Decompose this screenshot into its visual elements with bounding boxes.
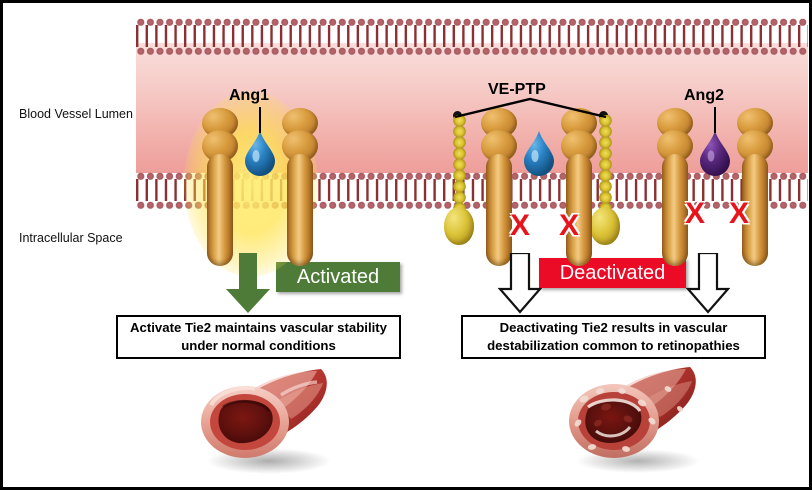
tie2-chain-left (657, 108, 693, 268)
membrane-leaflet-outer (136, 171, 808, 190)
red-x-icon: X (684, 197, 705, 230)
phospholipid-tails (136, 190, 808, 201)
ve-ptp-bead-chain (599, 115, 612, 211)
ve-ptp-phosphatase-left (444, 111, 474, 265)
ve-ptp-bead-chain (453, 115, 466, 211)
destabilized-blood-vessel-illustration (569, 367, 700, 473)
phospholipid-heads (136, 171, 808, 180)
teardrop-ligand-icon (700, 131, 730, 176)
tie2-receptor-ang1 (202, 108, 318, 268)
ang1-leader-line (259, 107, 261, 133)
phospholipid-tails (136, 179, 808, 190)
phospholipid-tails (136, 25, 808, 36)
red-x-icon: X (509, 209, 530, 242)
ve-ptp-catalytic-domain (444, 207, 474, 245)
tie2-chain-right (561, 108, 597, 268)
activated-status-badge: Activated (276, 262, 400, 292)
receptor-stem (486, 154, 512, 266)
red-x-icon: X (558, 209, 579, 242)
phospholipid-heads (136, 46, 808, 55)
receptor-stem (287, 154, 313, 266)
ve-ptp-label: VE-PTP (488, 81, 546, 98)
teardrop-ligand-icon (524, 131, 554, 176)
ve-ptp-catalytic-domain (590, 207, 620, 245)
blood-vessel-lumen-label: Blood Vessel Lumen (19, 107, 133, 121)
receptor-stem (566, 154, 592, 266)
tie2-receptor-ang2 (657, 108, 773, 268)
phospholipid-heads (136, 200, 808, 209)
ang2-leader-line (714, 107, 716, 133)
membrane-leaflet-outer (136, 17, 808, 36)
membrane-top (136, 17, 808, 55)
membrane-bottom (136, 171, 808, 209)
ang2-label: Ang2 (684, 87, 724, 104)
deactivated-down-arrow-icon-left (498, 253, 542, 314)
membrane-leaflet-inner (136, 190, 808, 209)
tie2-chain-right (282, 108, 318, 268)
ve-ptp-leader-lines (454, 97, 607, 119)
receptor-stem (207, 154, 233, 266)
tie2-chain-left (481, 108, 517, 268)
receptor-stem (742, 154, 768, 266)
right-caption-box: Deactivating Tie2 results in vascular de… (461, 315, 766, 359)
receptor-stem (662, 154, 688, 266)
red-x-icon: X (728, 197, 749, 230)
stable-blood-vessel-illustration (201, 369, 331, 474)
teardrop-ligand-icon (245, 131, 275, 176)
membrane-leaflet-inner (136, 36, 808, 55)
tie2-receptor-veptp (481, 108, 597, 268)
tie2-chain-right (737, 108, 773, 268)
deactivated-status-badge: Deactivated (539, 258, 686, 288)
phospholipid-tails (136, 36, 808, 47)
deactivated-down-arrow-icon-right (686, 253, 730, 314)
activated-down-arrow-icon (226, 253, 270, 313)
phospholipid-heads (136, 17, 808, 26)
intracellular-space-label: Intracellular Space (19, 231, 123, 245)
left-caption-box: Activate Tie2 maintains vascular stabili… (116, 315, 401, 359)
ve-ptp-phosphatase-right (590, 111, 620, 265)
tie2-chain-left (202, 108, 238, 268)
ang1-label: Ang1 (229, 87, 269, 104)
